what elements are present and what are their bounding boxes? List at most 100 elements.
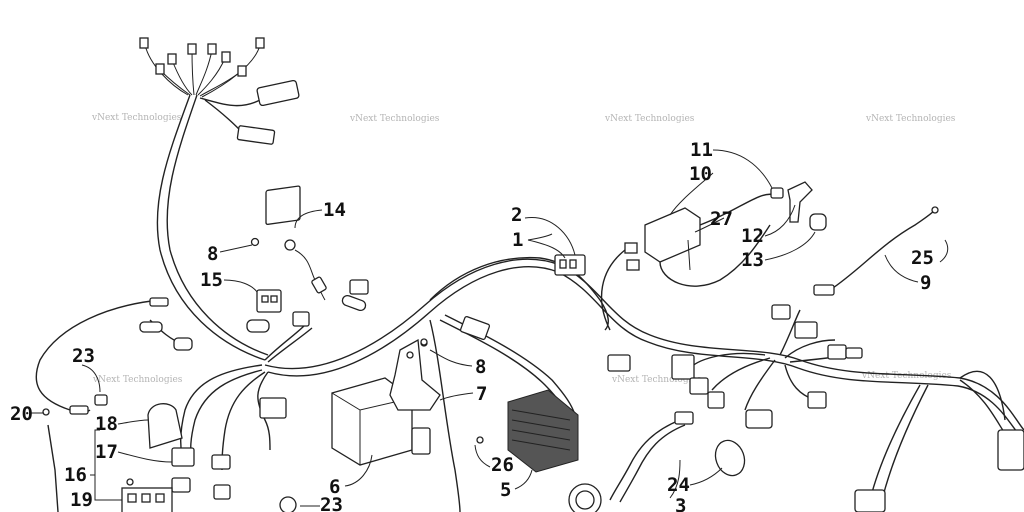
plug-icon bbox=[171, 477, 191, 493]
socket-3 bbox=[568, 483, 602, 512]
callout-14: 14 bbox=[323, 199, 346, 221]
terminal-connector-icon bbox=[207, 43, 217, 55]
callout-8-upper: 8 bbox=[207, 243, 218, 265]
pin-slot-icon bbox=[261, 295, 269, 303]
callout-10: 10 bbox=[689, 163, 712, 185]
cable-20 bbox=[35, 297, 193, 512]
pin-slot-icon bbox=[127, 493, 137, 503]
callout-9: 9 bbox=[920, 272, 931, 294]
watermark-4: vNext Technologies bbox=[865, 114, 956, 124]
connector-near-6 bbox=[411, 427, 431, 455]
terminal-connector-icon bbox=[187, 43, 197, 55]
connector-15 bbox=[246, 289, 310, 333]
multi-pin-connector-icon bbox=[259, 397, 287, 419]
terminal-icon bbox=[69, 405, 89, 415]
pin-slot-icon bbox=[141, 493, 151, 503]
cap-icon bbox=[809, 213, 827, 231]
switch-bracket-14 bbox=[250, 185, 301, 251]
plug-icon bbox=[674, 411, 694, 425]
callout-13: 13 bbox=[741, 249, 764, 271]
multi-pin-connector-icon bbox=[171, 447, 195, 467]
cap-icon bbox=[770, 187, 784, 199]
callout-19: 19 bbox=[70, 489, 93, 511]
multi-pin-connector-icon bbox=[854, 489, 886, 512]
callout-numbers: 1 2 3 5 6 7 8 8 9 10 11 12 13 14 15 16 1… bbox=[10, 139, 934, 512]
terminal-connector-icon bbox=[221, 51, 231, 63]
callout-23-left: 23 bbox=[72, 345, 95, 367]
ignition-module-icon bbox=[644, 207, 701, 263]
terminal-connector-icon bbox=[255, 37, 265, 49]
multi-pin-connector-icon bbox=[236, 125, 276, 145]
mounting-plate-icon bbox=[265, 185, 301, 226]
terminal-connector-icon bbox=[155, 63, 165, 75]
leader-lines bbox=[30, 149, 949, 507]
screws bbox=[420, 338, 428, 346]
plug-icon bbox=[626, 259, 640, 271]
watermark-5: vNext Technologies bbox=[92, 375, 183, 385]
switch-knob-icon bbox=[284, 239, 296, 251]
grommet-icon bbox=[279, 496, 297, 512]
terminal-connector-icon bbox=[139, 37, 149, 49]
bracket-7 bbox=[389, 338, 441, 411]
screw-icon bbox=[476, 436, 484, 444]
watermarks: vNext Technologies vNext Technologies vN… bbox=[91, 113, 956, 385]
ring-terminal-icon bbox=[42, 408, 50, 416]
right-connectors bbox=[607, 304, 863, 429]
callout-6: 6 bbox=[329, 476, 340, 498]
plug-icon bbox=[211, 454, 231, 470]
sleeve-icon bbox=[341, 294, 367, 312]
plug-icon bbox=[845, 347, 863, 359]
callout-3: 3 bbox=[675, 495, 686, 512]
callout-26: 26 bbox=[491, 454, 514, 476]
terminal-23 bbox=[94, 394, 297, 512]
right-edge-bundle bbox=[854, 370, 1024, 512]
callout-27: 27 bbox=[710, 208, 733, 230]
multi-pin-connector-icon bbox=[997, 429, 1024, 471]
module-10 bbox=[600, 193, 776, 331]
callout-8-lower: 8 bbox=[475, 356, 486, 378]
connector-2 bbox=[554, 254, 586, 276]
screw-icon bbox=[250, 237, 260, 247]
plug-icon bbox=[311, 276, 327, 294]
watermark-6: vNext Technologies bbox=[611, 375, 702, 385]
finned-regulator-icon bbox=[507, 389, 579, 473]
ring-terminal-icon bbox=[931, 206, 939, 214]
pin-slot-icon bbox=[569, 259, 577, 269]
screw-icon bbox=[420, 338, 428, 346]
plug-icon bbox=[771, 304, 791, 320]
pin-slot-icon bbox=[155, 493, 165, 503]
buzzer-18 bbox=[147, 403, 183, 449]
buzzer-icon bbox=[147, 403, 183, 449]
main-harness bbox=[156, 94, 1024, 512]
multi-pin-connector-icon bbox=[671, 354, 695, 380]
watermark-7: vNext Technologies bbox=[861, 371, 952, 381]
top-connector-bundle bbox=[139, 37, 300, 145]
plug-icon bbox=[213, 484, 231, 500]
callout-25: 25 bbox=[911, 247, 934, 269]
plug-icon bbox=[807, 391, 827, 409]
clamp-24 bbox=[714, 439, 746, 477]
pin-slot-icon bbox=[270, 295, 278, 303]
callout-16: 16 bbox=[64, 464, 87, 486]
plug-icon bbox=[707, 391, 725, 409]
callout-15: 15 bbox=[200, 269, 223, 291]
callout-24: 24 bbox=[667, 474, 690, 496]
sleeve-icon bbox=[139, 321, 163, 333]
plug-icon bbox=[607, 354, 631, 372]
plug-icon bbox=[624, 242, 638, 254]
plug-icon bbox=[745, 409, 773, 429]
watermark-2: vNext Technologies bbox=[349, 114, 440, 124]
callout-17: 17 bbox=[95, 441, 118, 463]
callout-7: 7 bbox=[476, 383, 487, 405]
callout-23-bottom: 23 bbox=[320, 494, 343, 512]
plug-icon bbox=[794, 321, 818, 339]
terminal-connector-icon bbox=[167, 53, 177, 65]
switch-block-19 bbox=[121, 478, 173, 512]
connector-17 bbox=[171, 397, 287, 500]
terminal-icon bbox=[149, 297, 169, 307]
screw-icon bbox=[126, 478, 134, 486]
sleeve-icon bbox=[173, 337, 193, 351]
callout-1: 1 bbox=[512, 229, 523, 251]
callout-12: 12 bbox=[741, 225, 764, 247]
